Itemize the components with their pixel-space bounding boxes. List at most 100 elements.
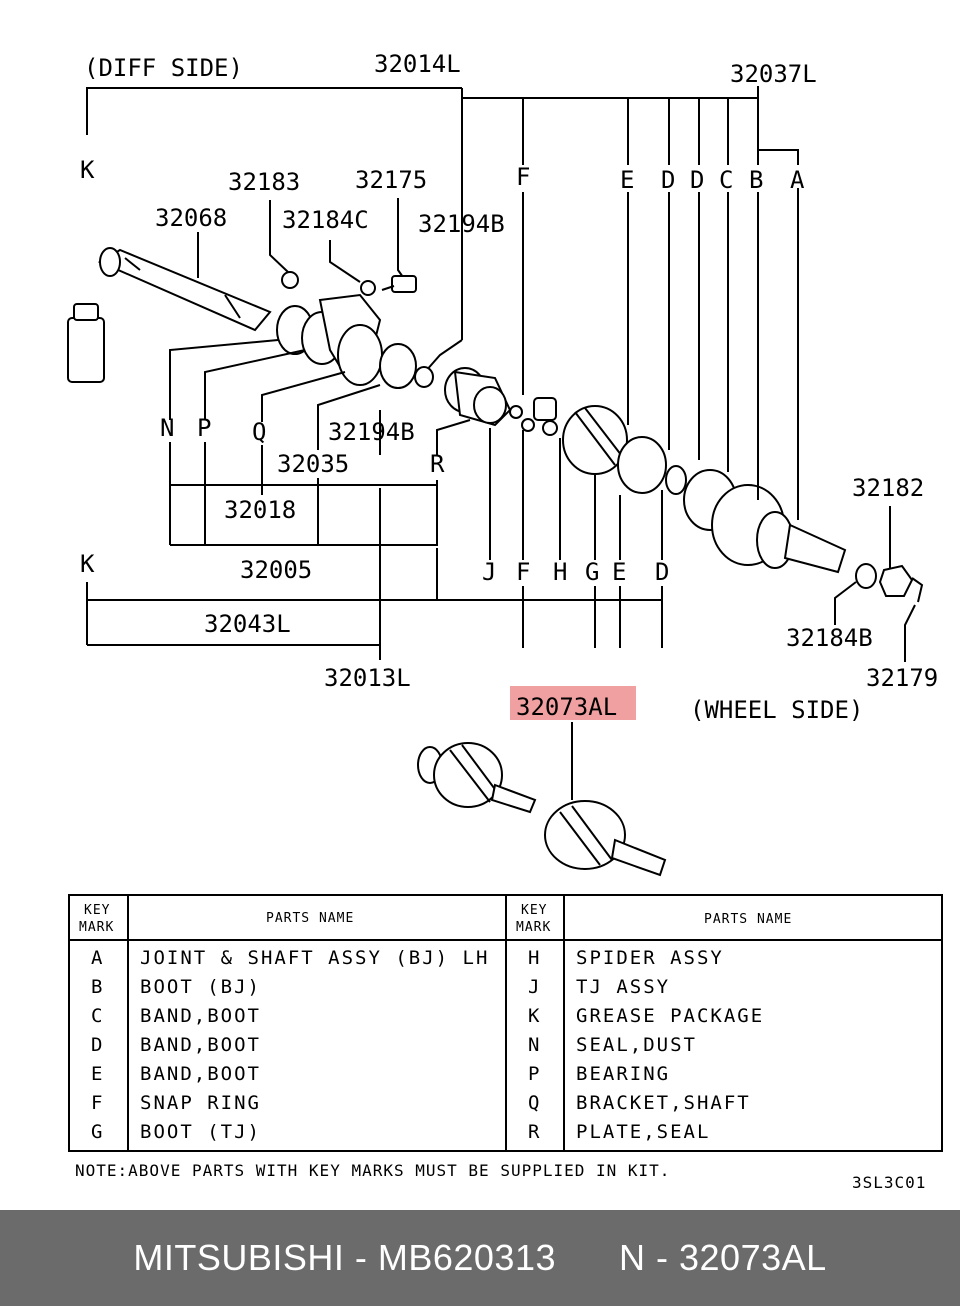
row-right-key: K [528,1005,541,1027]
bj-joint-shaft-icon[interactable] [683,469,847,574]
row-right-name: GREASE PACKAGE [576,1005,764,1027]
part-32018[interactable]: 32018 [224,496,296,524]
middle-leader-lines [169,339,891,568]
kit-note: NOTE:ABOVE PARTS WITH KEY MARKS MUST BE … [75,1161,670,1180]
key-k-bottom: K [80,550,95,578]
row-left-key: F [91,1092,104,1114]
key-p: P [197,414,211,442]
bolt-32175-icon[interactable] [381,275,417,293]
key-e-bottom: E [612,558,626,586]
row-right-key: Q [528,1092,541,1114]
row-left-name: BOOT (TJ) [140,1121,261,1143]
key-d-bottom: D [655,558,669,586]
row-left-name: BAND,BOOT [140,1034,261,1056]
nut-32183-icon[interactable] [281,271,299,289]
row-left-name: BOOT (BJ) [140,976,261,998]
row-right-name: SEAL,DUST [576,1034,697,1056]
row-left-key: E [91,1063,104,1085]
part-32175[interactable]: 32175 [355,166,427,194]
row-left-name: SNAP RING [140,1092,261,1114]
drive-shaft-assembly-icon[interactable] [417,742,667,877]
part-32184B[interactable]: 32184B [786,624,873,652]
key-h-bottom: H [553,558,567,586]
boot-bands-icon[interactable] [617,436,687,495]
key-b-top: B [749,166,763,194]
key-f-bottom: F [516,558,530,586]
footer-gap [556,1237,619,1279]
key-f-top: F [516,163,530,191]
top-leader-lines [86,86,799,340]
row-right-key: H [528,947,541,969]
part-32183[interactable]: 32183 [228,168,300,196]
key-r: R [430,450,445,478]
part-32194B-top[interactable]: 32194B [418,210,505,238]
th-parts-name-right: PARTS NAME [704,912,792,927]
inner-shaft-icon[interactable] [97,247,272,332]
part-32194B-mid[interactable]: 32194B [328,418,415,446]
lower-key-leaders [86,188,916,662]
row-right-name: PLATE,SEAL [576,1121,710,1143]
row-left-name: JOINT & SHAFT ASSY (BJ) LH [140,947,489,969]
th-key-1-right: KEY [521,903,547,918]
row-right-key: N [528,1034,541,1056]
diff-side-label: (DIFF SIDE) [84,54,243,82]
footer-bar: MITSUBISHI - MB620313 N - 32073AL [0,1210,960,1306]
row-left-name: BAND,BOOT [140,1063,261,1085]
part-32043L[interactable]: 32043L [204,610,291,638]
tj-boot-icon[interactable] [562,405,628,475]
row-left-key: C [91,1005,104,1027]
part-32179[interactable]: 32179 [866,664,938,692]
part-32014L[interactable]: 32014L [374,50,461,78]
th-parts-name-left: PARTS NAME [266,911,354,926]
th-mark-1-right: MARK [516,920,551,935]
washer-32184B-icon[interactable] [855,563,877,589]
row-right-key: P [528,1063,541,1085]
part-32035[interactable]: 32035 [277,450,349,478]
row-right-name: BEARING [576,1063,670,1085]
key-n: N [160,414,174,442]
key-j-bottom: J [482,558,496,586]
footer-sep-2: - [645,1237,680,1278]
row-left-key: B [91,976,104,998]
key-c-top: C [719,166,733,194]
row-left-key: D [91,1034,104,1056]
key-d1-top: D [661,166,675,194]
footer-brand: MITSUBISHI [133,1237,345,1278]
part-32068[interactable]: 32068 [155,204,227,232]
spider-assy-icon[interactable] [533,397,558,436]
footer-part-number: MB620313 [377,1237,556,1278]
footer-n-label: N [619,1237,646,1278]
th-mark-1-left: MARK [79,920,114,935]
row-left-key: G [91,1121,104,1143]
parts-table: KEY MARK PARTS NAME KEY MARK PARTS NAME … [68,894,943,1152]
row-right-key: R [528,1121,541,1143]
key-g-bottom: G [585,558,599,586]
cotter-pin-32179-icon[interactable] [911,577,924,603]
part-32073AL[interactable]: 32073AL [516,693,617,721]
diagram-code: 3SL3C01 [852,1173,926,1192]
th-key-1-left: KEY [84,903,110,918]
exploded-parts-diagram: (DIFF SIDE) 32014L 32037L K F E D D C B … [67,50,943,1192]
part-32182[interactable]: 32182 [852,474,924,502]
row-left-name: BAND,BOOT [140,1005,261,1027]
tj-assembly-icon[interactable] [444,367,535,432]
wheel-side-label: (WHEEL SIDE) [690,696,863,724]
part-32184C[interactable]: 32184C [282,206,369,234]
row-right-name: SPIDER ASSY [576,947,724,969]
key-q: Q [252,418,266,446]
part-32013L[interactable]: 32013L [324,664,411,692]
nut-32182-icon[interactable] [878,564,914,597]
bearing-bracket-icon[interactable] [276,293,434,389]
footer-ref: 32073AL [679,1237,827,1278]
row-right-name: BRACKET,SHAFT [576,1092,751,1114]
key-d2-top: D [690,166,704,194]
part-32005[interactable]: 32005 [240,556,312,584]
row-right-name: TJ ASSY [576,976,670,998]
washer-32184C-icon[interactable] [360,280,376,296]
highlight-32073AL [510,686,636,720]
key-k-top: K [80,156,95,184]
part-32037L[interactable]: 32037L [730,60,817,88]
grease-package-icon[interactable] [67,303,105,383]
row-left-key: A [91,947,104,969]
row-right-key: J [528,976,541,998]
